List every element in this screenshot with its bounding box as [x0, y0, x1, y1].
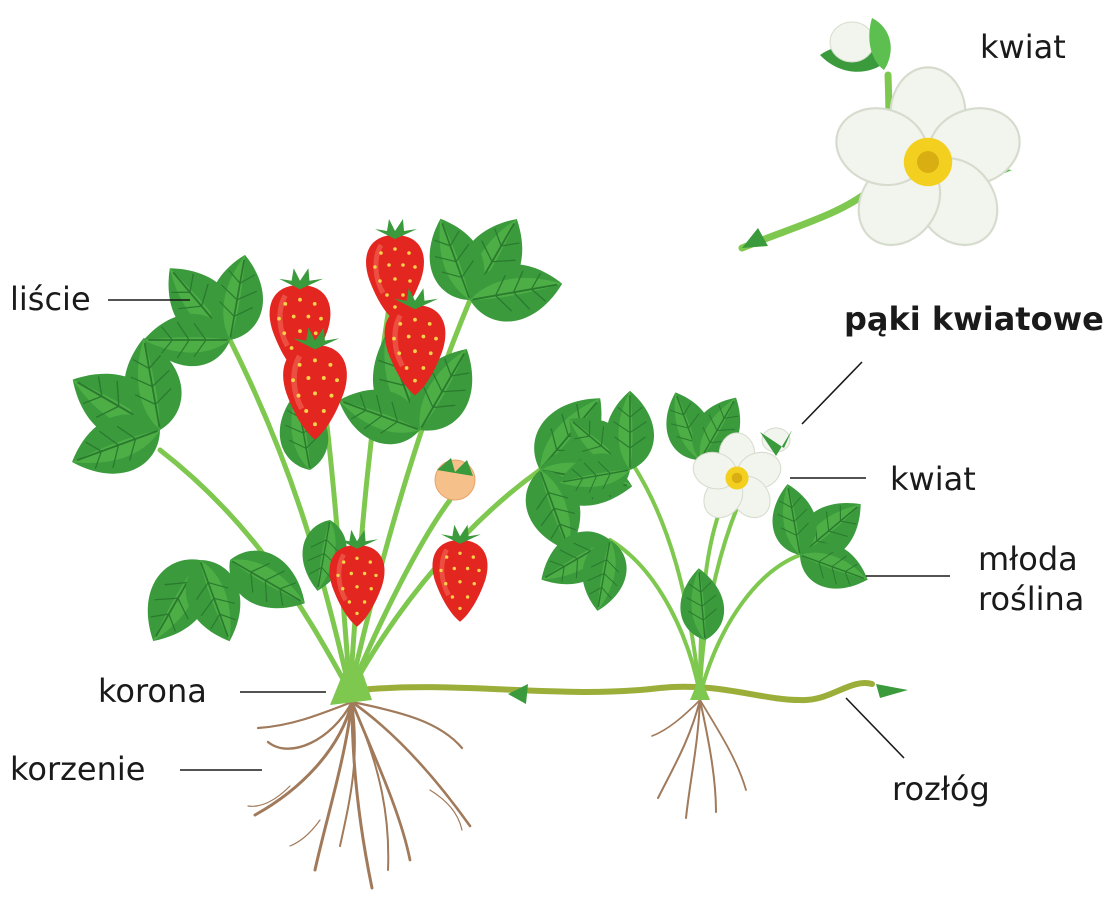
- label-leaves: liście: [10, 282, 91, 317]
- young-plant: [529, 385, 876, 700]
- label-crown: korona: [98, 674, 207, 709]
- runner-stolon: [360, 683, 872, 700]
- label-flower-buds: pąki kwiatowe: [844, 302, 1104, 337]
- label-young-plant-line1: młoda: [978, 542, 1078, 577]
- label-runner: rozłóg: [892, 772, 990, 807]
- main-plant-roots: [248, 702, 470, 888]
- label-flower-top: kwiat: [980, 30, 1066, 65]
- label-flower: kwiat: [890, 462, 976, 497]
- young-plant-roots: [652, 700, 746, 818]
- label-young-plant-line2: roślina: [978, 582, 1084, 617]
- label-roots: korzenie: [10, 752, 145, 787]
